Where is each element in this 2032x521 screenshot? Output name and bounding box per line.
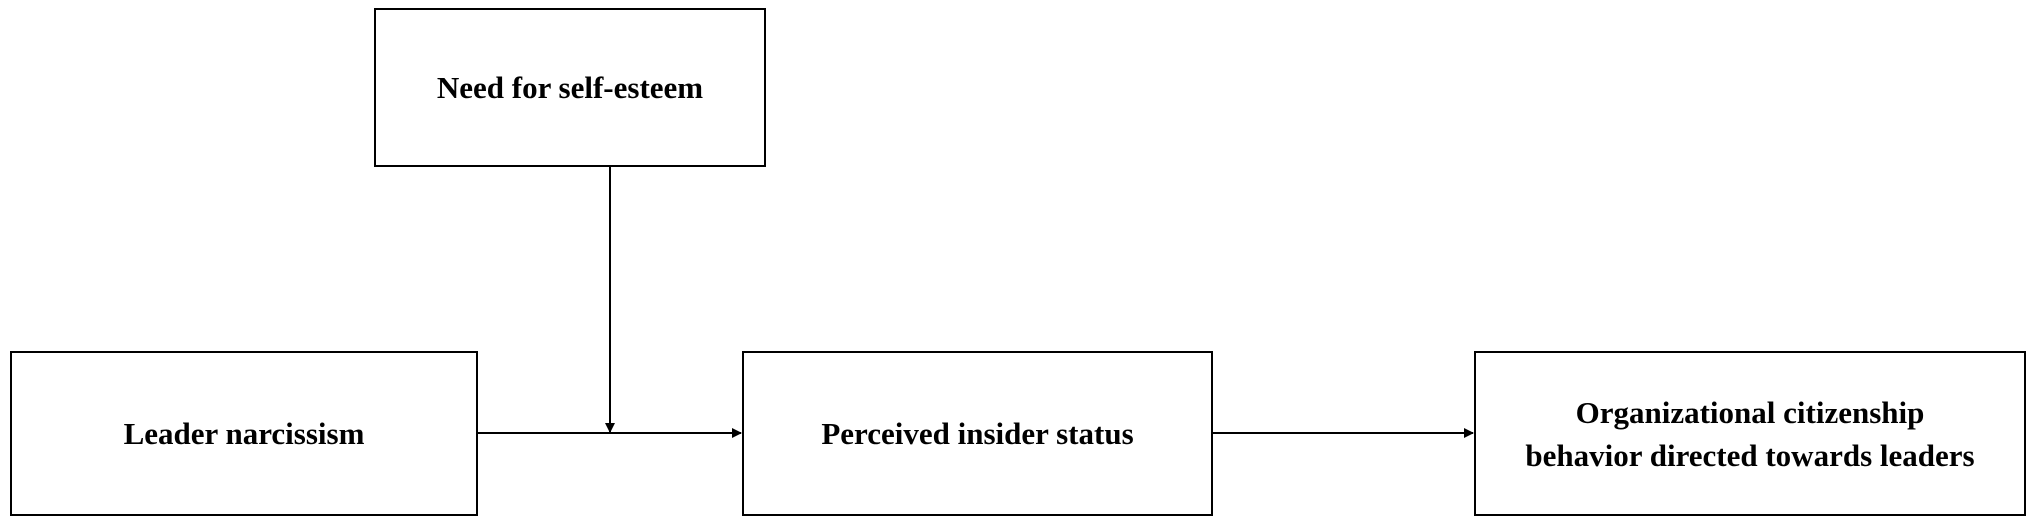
node-label-mediator: Perceived insider status <box>821 416 1134 451</box>
node-label-independent: Leader narcissism <box>123 416 365 451</box>
node-label-dependent: Organizational citizenship behavior dire… <box>1525 394 1975 473</box>
node-perceived-insider-status: Perceived insider status <box>742 351 1213 516</box>
node-leader-narcissism: Leader narcissism <box>10 351 478 516</box>
node-label-moderator: Need for self-esteem <box>436 70 704 105</box>
node-need-for-self-esteem: Need for self-esteem <box>374 8 766 167</box>
node-organizational-citizenship-behavior: Organizational citizenship behavior dire… <box>1474 351 2026 516</box>
